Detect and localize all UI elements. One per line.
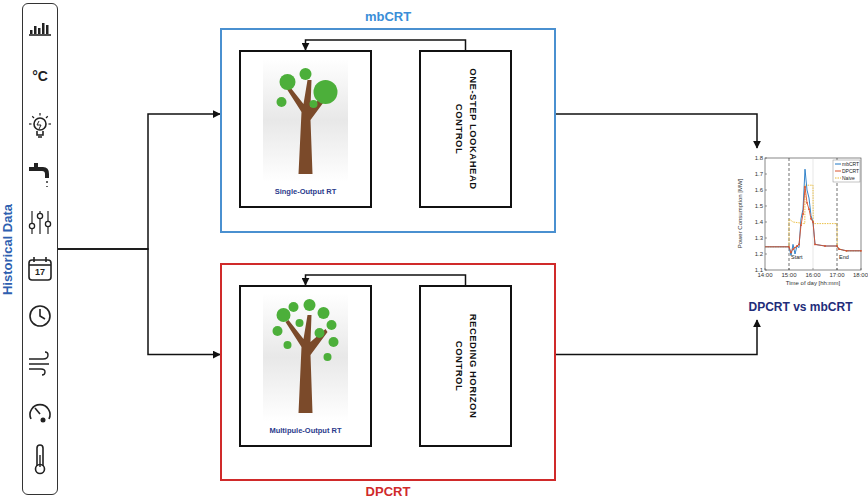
event-marker: End bbox=[839, 254, 849, 260]
control-box: ONE-STEP LOOKAHEAD CONTROL bbox=[419, 50, 512, 208]
tree-caption: Single-Output RT bbox=[241, 187, 370, 196]
connector-arrow bbox=[556, 114, 757, 148]
axis-tick: 1.4 bbox=[750, 219, 763, 226]
legend-entry: DPCRT bbox=[842, 168, 859, 174]
method-title: mbCRT bbox=[222, 9, 554, 24]
tree-caption: Multipule-Output RT bbox=[241, 426, 370, 435]
legend-entry: mbCRT bbox=[842, 161, 859, 167]
result-chart: DPCRT vs mbCRT mbCRTDPCRTNaive 1.8 1.7 1.6 1.… bbox=[733, 148, 868, 320]
axis-tick: 1.5 bbox=[750, 203, 763, 210]
axis-tick: 15:00 bbox=[779, 272, 799, 279]
tree-icon bbox=[241, 287, 370, 445]
axis-tick: 16:00 bbox=[803, 272, 823, 279]
connector-arrow bbox=[556, 320, 757, 355]
connector-arrow bbox=[58, 249, 220, 355]
connector-arrow bbox=[58, 114, 220, 249]
control-label: RECEDING HORIZON CONTROL bbox=[451, 295, 480, 437]
axis-tick: 1.3 bbox=[750, 235, 763, 242]
axis-tick: 1.2 bbox=[750, 251, 763, 258]
connector-arrow bbox=[306, 40, 466, 50]
method-box: Multipule-Output RT RECEDING HORIZON CONT… bbox=[220, 263, 556, 481]
control-box: RECEDING HORIZON CONTROL bbox=[419, 285, 512, 447]
axis-title: Power Consumption [MW] bbox=[737, 171, 744, 257]
axis-tick: 18:00 bbox=[848, 272, 868, 279]
method-box: Single-Output RT ONE-STEP LOOKAHEAD CONTR… bbox=[220, 28, 556, 233]
panel-heading: Historical Data bbox=[0, 232, 15, 268]
axis-title: Time of day [hh:mm] bbox=[765, 280, 861, 287]
axis-tick: 1.6 bbox=[750, 187, 763, 194]
data-panel: Historical Data°C17 bbox=[22, 3, 58, 495]
connector-arrow bbox=[306, 275, 466, 285]
method-title: DPCRT bbox=[222, 484, 554, 499]
axis-tick: 1.7 bbox=[750, 171, 763, 178]
axis-tick: 17:00 bbox=[827, 272, 847, 279]
tree-box: Multipule-Output RT bbox=[239, 285, 372, 447]
control-label: ONE-STEP LOOKAHEAD CONTROL bbox=[451, 60, 480, 198]
legend-entry: Naive bbox=[842, 175, 855, 181]
tree-icon bbox=[241, 52, 370, 206]
axis-tick: 1.8 bbox=[750, 155, 763, 162]
axis-tick: 14:00 bbox=[755, 272, 775, 279]
icon-symbol: °C bbox=[23, 68, 57, 84]
tree-box: Single-Output RT bbox=[239, 50, 372, 208]
event-marker: Start bbox=[791, 254, 803, 260]
icon-symbol: 17 bbox=[23, 267, 57, 277]
chart-caption: DPCRT vs mbCRT bbox=[733, 300, 868, 314]
